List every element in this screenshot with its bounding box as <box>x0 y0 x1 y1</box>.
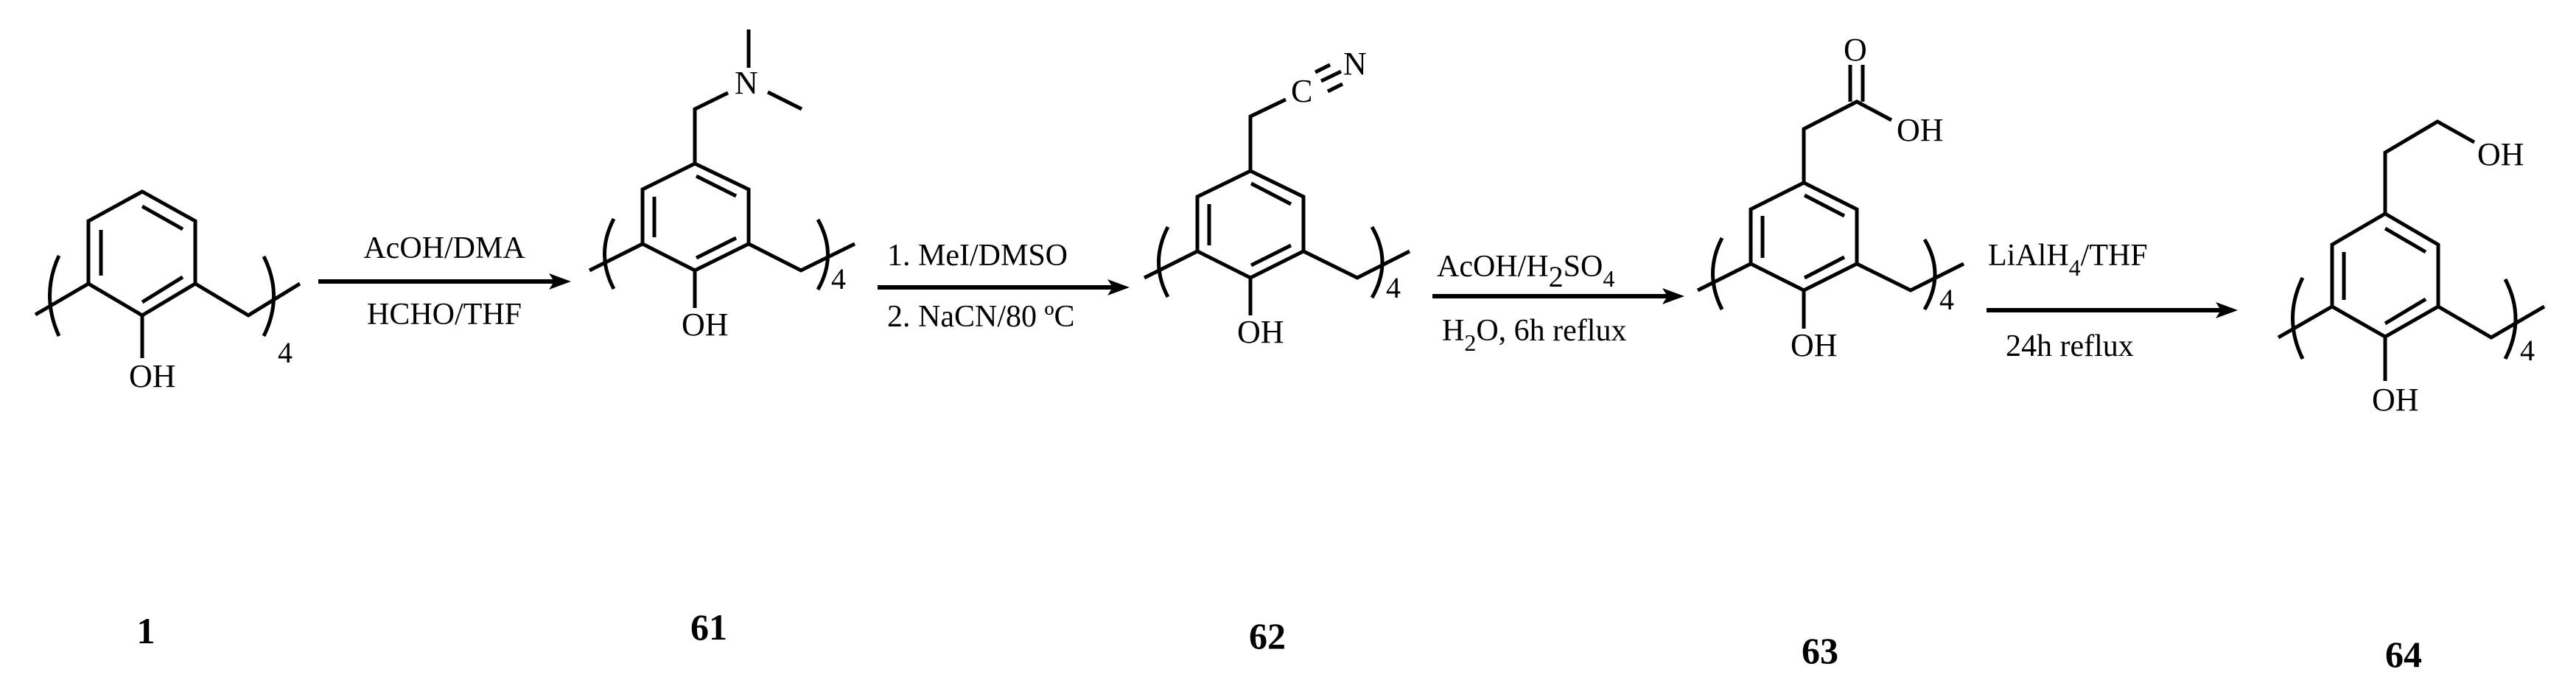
terminal-hydroxyl-label: OH <box>2477 136 2524 172</box>
benzene-ring <box>1195 169 1306 280</box>
reagent-below: HCHO/THF <box>367 298 522 332</box>
reagent-above: 1. MeI/DMSO <box>887 239 1068 273</box>
left-methylene-bond <box>2277 304 2334 340</box>
bridging-methylene <box>2437 304 2546 340</box>
reaction-step-4: LiAlH4/THF 24h reflux <box>1987 239 2238 363</box>
repeat-bracket-left <box>1711 237 1724 311</box>
left-methylene-bond <box>1696 262 1752 293</box>
reagent-above: AcOH/DMA <box>363 231 525 265</box>
reagent-above: LiAlH4/THF <box>1988 239 2148 281</box>
compound-label-64: 64 <box>2385 634 2422 675</box>
repeat-count: 4 <box>831 262 846 295</box>
compound-62-structure: C N OH 4 <box>1143 46 1411 350</box>
compound-64-structure: OH OH 4 <box>2277 119 2546 418</box>
repeat-bracket-right <box>1370 225 1385 299</box>
arrow-head-icon <box>549 273 571 290</box>
repeat-bracket-right <box>2503 278 2518 360</box>
left-methylene-bond <box>588 242 644 273</box>
hydroxyethyl-bond <box>2383 119 2476 214</box>
carboxymethyl-bond <box>1802 99 1893 183</box>
benzene-ring <box>2330 211 2440 339</box>
triple-bond <box>1314 63 1344 94</box>
repeat-count: 4 <box>2520 334 2535 367</box>
repeat-bracket-left <box>603 217 616 290</box>
benzene-ring <box>1749 181 1859 293</box>
benzene-ring <box>86 189 197 318</box>
bridging-methylene <box>194 281 301 318</box>
left-methylene-bond <box>1143 249 1199 280</box>
compound-label-63: 63 <box>1802 630 1838 671</box>
compound-label-61: 61 <box>690 606 727 648</box>
compound-1-structure: OH 4 <box>34 189 301 394</box>
nitrile-carbon-label: C <box>1291 73 1312 109</box>
bridging-methylene <box>1302 249 1411 280</box>
hydroxyl-label: OH <box>682 307 729 343</box>
arrow-head-icon <box>1107 279 1130 295</box>
repeat-bracket-right <box>262 255 276 337</box>
nitrile-nitrogen-label: N <box>1343 46 1367 82</box>
benzene-ring <box>640 161 751 273</box>
compound-label-1: 1 <box>137 610 155 651</box>
hydroxyl-label: OH <box>2372 382 2419 418</box>
repeat-count: 4 <box>278 336 293 369</box>
bridging-methylene <box>1855 262 1965 293</box>
repeat-bracket-left <box>2291 276 2305 360</box>
left-methylene-bond <box>34 281 90 317</box>
nitrogen-label: N <box>735 65 758 101</box>
repeat-count: 4 <box>1939 283 1954 316</box>
reagent-below: 24h reflux <box>2006 329 2134 363</box>
hydroxyl-label: OH <box>1791 327 1838 363</box>
n-methyl-right <box>766 90 803 111</box>
reaction-step-3: AcOH/H2SO4 H2O, 6h reflux <box>1432 250 1684 356</box>
compound-63-structure: O OH OH 4 <box>1696 32 1965 363</box>
repeat-bracket-left <box>48 254 61 337</box>
cyanomethyl-bond <box>1248 97 1287 171</box>
reagent-above: AcOH/H2SO4 <box>1437 250 1614 293</box>
arrow-head-icon <box>2216 302 2238 318</box>
carboxyl-hydroxyl-label: OH <box>1897 112 1944 148</box>
hydroxyl-label: OH <box>1237 314 1284 350</box>
reagent-below: 2. NaCN/80 ºC <box>887 300 1075 334</box>
compound-61-structure: N OH 4 <box>588 29 856 343</box>
arrow-head-icon <box>1662 288 1684 304</box>
repeat-bracket-left <box>1157 225 1170 298</box>
reaction-step-2: 1. MeI/DMSO 2. NaCN/80 ºC <box>878 239 1130 334</box>
compound-label-62: 62 <box>1249 615 1286 657</box>
bridging-methylene <box>747 242 856 273</box>
reaction-step-1: AcOH/DMA HCHO/THF <box>318 231 571 332</box>
repeat-bracket-right <box>1922 238 1937 311</box>
aminomethyl-bond <box>693 91 729 164</box>
reagent-below: H2O, 6h reflux <box>1442 314 1626 356</box>
hydroxyl-label: OH <box>129 358 176 394</box>
carbonyl-oxygen-label: O <box>1844 32 1867 68</box>
repeat-count: 4 <box>1386 271 1401 304</box>
repeat-bracket-right <box>816 218 830 291</box>
